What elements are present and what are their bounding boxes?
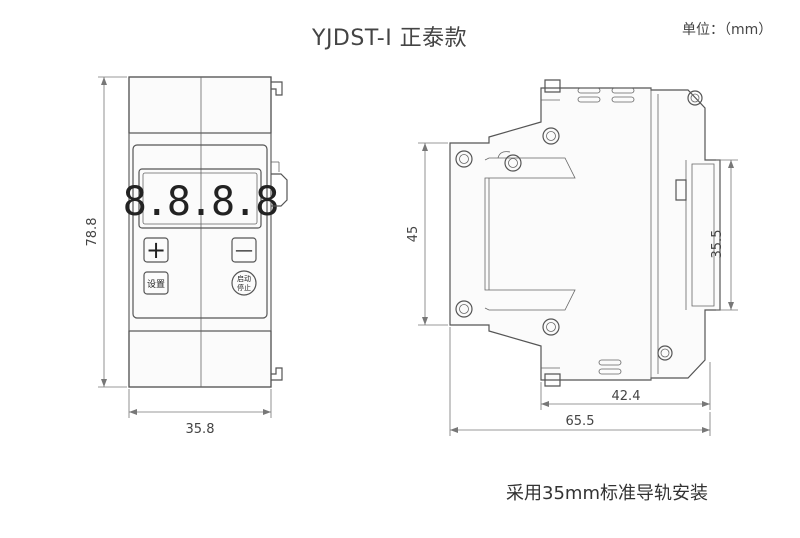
mounting-note: 采用35mm标准导轨安装: [506, 483, 708, 504]
front-bottom-cap: [128, 330, 272, 388]
start-stop-button[interactable]: [231, 270, 257, 296]
display-digits: 8.8.8.8: [123, 179, 278, 225]
side-body-outline: [449, 87, 721, 381]
front-top-cap: [128, 76, 272, 134]
set-button[interactable]: [143, 271, 169, 295]
front-view: 8.8.8.8 + — 设置 启动 停止 78.8 35.8: [85, 76, 288, 437]
front-body-outline: [128, 76, 272, 388]
front-panel: [132, 144, 268, 319]
drawing-title: YJDST-I 正泰款: [312, 26, 468, 51]
dim-35-5-label: 35.5: [710, 230, 725, 259]
bottom-clip: [271, 367, 283, 381]
bottom-vent-slots: [598, 359, 622, 375]
side-inner-channel: [484, 157, 576, 311]
side-screws: [455, 90, 703, 361]
stop-label: 停止: [237, 283, 251, 292]
dim-height-label: 78.8: [85, 218, 100, 247]
dim-width-label: 35.8: [186, 422, 215, 437]
unit-label: 单位：（mm）: [682, 22, 773, 38]
plus-button[interactable]: [143, 237, 169, 263]
set-button-label: 设置: [147, 279, 165, 290]
top-clip: [271, 81, 283, 96]
side-view: 45 35.5 42.4 65.5: [406, 79, 738, 436]
minus-icon: —: [235, 240, 253, 261]
top-vent-slots: [577, 87, 635, 103]
side-latch: [271, 173, 288, 207]
display-window: [138, 168, 262, 229]
dim-65-5-label: 65.5: [566, 414, 595, 429]
dim-42-4-label: 42.4: [612, 389, 641, 404]
plus-icon: +: [146, 236, 166, 264]
minus-button[interactable]: [231, 237, 257, 263]
start-label: 启动: [237, 274, 251, 283]
dim-45-label: 45: [406, 226, 421, 243]
